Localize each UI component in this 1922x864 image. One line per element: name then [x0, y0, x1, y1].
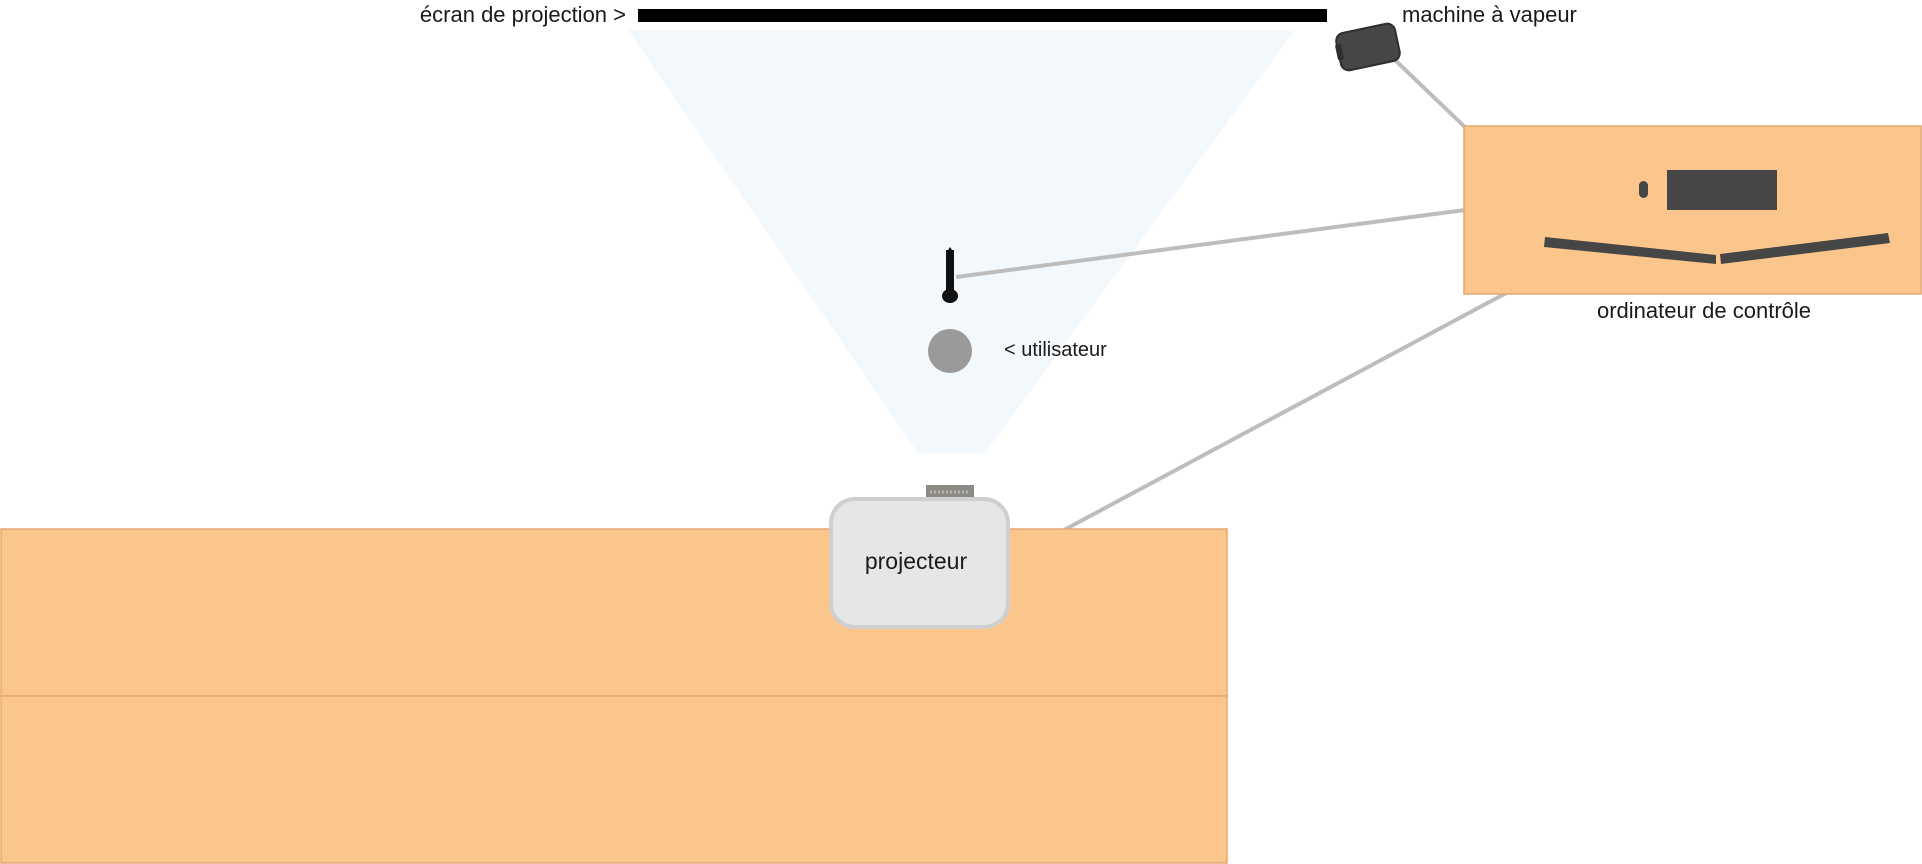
cable-steam-machine-to-computer	[1393, 58, 1470, 132]
mouse-icon	[1639, 181, 1648, 198]
screen-label: écran de projection >	[420, 2, 626, 27]
steam-machine-label: machine à vapeur	[1402, 2, 1577, 27]
projector	[829, 497, 1010, 629]
control-computer-label: ordinateur de contrôle	[1597, 298, 1811, 323]
keyboard-icon	[1544, 237, 1716, 264]
table-top-section	[0, 528, 1228, 697]
table-bottom-section	[0, 695, 1228, 864]
cables	[955, 58, 1509, 562]
projection-beam	[628, 30, 1295, 453]
projector-label: projecteur	[865, 548, 968, 574]
microphone-icon	[942, 247, 958, 303]
cable-microphone-to-computer	[955, 208, 1466, 279]
cable-projector-to-computer	[1007, 290, 1509, 562]
user-head-icon	[928, 329, 972, 373]
projection-screen	[638, 9, 1327, 22]
monitor-icon	[1667, 170, 1777, 210]
user-label: < utilisateur	[1004, 339, 1107, 361]
keyboard-right-half	[1720, 233, 1890, 264]
steam-machine-icon	[1335, 22, 1401, 72]
